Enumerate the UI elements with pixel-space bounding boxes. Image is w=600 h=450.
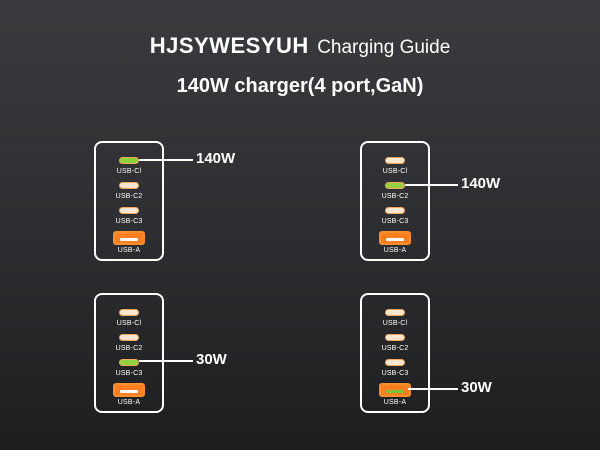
usb-a-port (113, 383, 145, 397)
power-leader-line (139, 159, 193, 161)
usb-c2-label: USB-C2 (115, 345, 143, 352)
usb-c3-port-active (119, 359, 139, 366)
usb-a-label: USB-A (117, 399, 141, 406)
charger-diagram-c3: USB-Cl USB-C2 USB-C3 USB-A (94, 293, 164, 413)
usb-c3-label: USB-C3 (115, 218, 143, 225)
usb-a-label: USB-A (383, 247, 407, 254)
usb-c2-label: USB-C2 (115, 193, 143, 200)
brand-name: HJSYWESYUH (149, 33, 309, 58)
charger-diagram-c2: USB-Cl USB-C2 USB-C3 USB-A (360, 141, 430, 261)
usb-c3-label: USB-C3 (381, 218, 409, 225)
usb-a-label: USB-A (383, 399, 407, 406)
usb-a-port (113, 231, 145, 245)
usb-c1-port (119, 309, 139, 316)
page-title: HJSYWESYUH Charging Guide (0, 33, 600, 59)
usb-c3-port (385, 359, 405, 366)
power-output-label: 140W (196, 150, 236, 167)
usb-c1-label: USB-Cl (382, 168, 408, 175)
charger-diagram-c1: USB-Cl USB-C2 USB-C3 USB-A (94, 141, 164, 261)
usb-c2-label: USB-C2 (381, 193, 409, 200)
usb-c1-label: USB-Cl (382, 320, 408, 327)
usb-c3-label: USB-C3 (115, 370, 143, 377)
usb-a-label: USB-A (117, 247, 141, 254)
usb-c1-label: USB-Cl (116, 320, 142, 327)
usb-c1-port (385, 309, 405, 316)
usb-c1-port-active (119, 157, 139, 164)
usb-c2-port (119, 334, 139, 341)
usb-c1-port (385, 157, 405, 164)
usb-c3-port (119, 207, 139, 214)
usb-c2-label: USB-C2 (381, 345, 409, 352)
power-leader-line (405, 184, 458, 186)
usb-c3-port (385, 207, 405, 214)
charger-subtitle: 140W charger(4 port,GaN) (176, 75, 424, 97)
usb-a-port (379, 231, 411, 245)
charger-diagram-usb-a: USB-Cl USB-C2 USB-C3 USB-A (360, 293, 430, 413)
power-output-label: 140W (461, 175, 501, 192)
power-leader-line (408, 388, 458, 390)
usb-c2-port (385, 334, 405, 341)
usb-a-port-active (379, 383, 411, 397)
power-leader-line (139, 360, 193, 362)
usb-c2-port-active (385, 182, 405, 189)
usb-c1-label: USB-Cl (116, 168, 142, 175)
usb-c3-label: USB-C3 (381, 370, 409, 377)
power-output-label: 30W (461, 379, 492, 396)
usb-c2-port (119, 182, 139, 189)
power-output-label: 30W (196, 351, 227, 368)
guide-label: Charging Guide (317, 37, 451, 58)
